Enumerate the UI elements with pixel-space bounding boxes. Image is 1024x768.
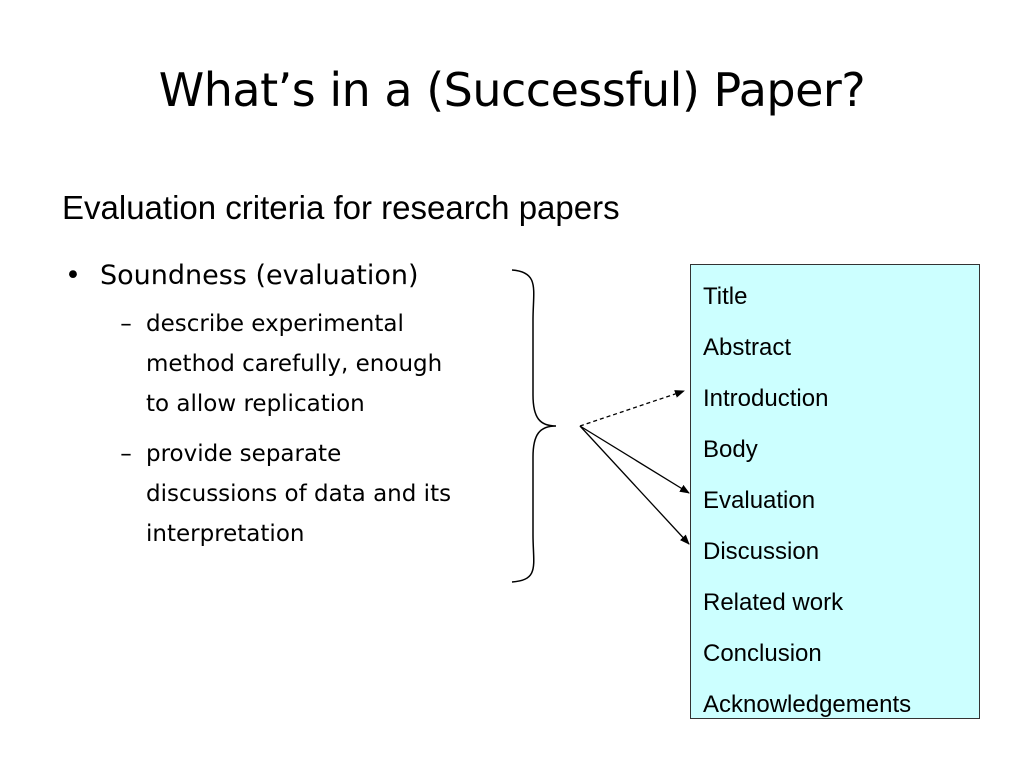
subbullet-marker: –: [120, 311, 132, 337]
outline-item-discussion: Discussion: [703, 538, 820, 565]
subbullet-line: describe experimental: [146, 311, 404, 337]
arrow-evaluation: [579, 425, 690, 494]
arrow-discussion: [579, 425, 690, 545]
bullet-list: • Soundness (evaluation) – describe expe…: [58, 254, 528, 564]
outline-item-title: Title: [703, 283, 748, 310]
bullet-marker: •: [65, 260, 81, 291]
slide-title: What’s in a (Successful) Paper?: [158, 63, 866, 117]
paper-outline-box: Title Abstract Introduction Body Evaluat…: [690, 264, 980, 719]
outline-item-acknowledgements: Acknowledgements: [703, 691, 912, 718]
outline-item-abstract: Abstract: [703, 334, 792, 361]
subbullet-line: to allow replication: [146, 391, 365, 417]
outline-item-body: Body: [703, 436, 758, 463]
arrow-dashed-introduction: [579, 390, 685, 427]
outline-item-evaluation: Evaluation: [703, 487, 816, 514]
outline-item-related-work: Related work: [703, 589, 844, 616]
bullet-item-soundness: • Soundness (evaluation) – describe expe…: [58, 254, 528, 554]
subbullet-item-discussions: – provide separate discussions of data a…: [100, 434, 528, 554]
slide-subtitle: Evaluation criteria for research papers: [62, 189, 620, 226]
subbullet-line: provide separate: [146, 441, 342, 467]
subbullet-marker: –: [120, 441, 132, 467]
subbullet-line: method carefully, enough: [146, 351, 443, 377]
subbullet-item-method: – describe experimental method carefully…: [100, 304, 528, 424]
subbullet-list: – describe experimental method carefully…: [100, 304, 528, 554]
outline-item-introduction: Introduction: [703, 385, 829, 412]
subbullet-line: interpretation: [146, 521, 305, 547]
subbullet-line: discussions of data and its: [146, 481, 452, 507]
bullet-text: Soundness (evaluation): [100, 260, 419, 291]
outline-item-conclusion: Conclusion: [703, 640, 822, 667]
